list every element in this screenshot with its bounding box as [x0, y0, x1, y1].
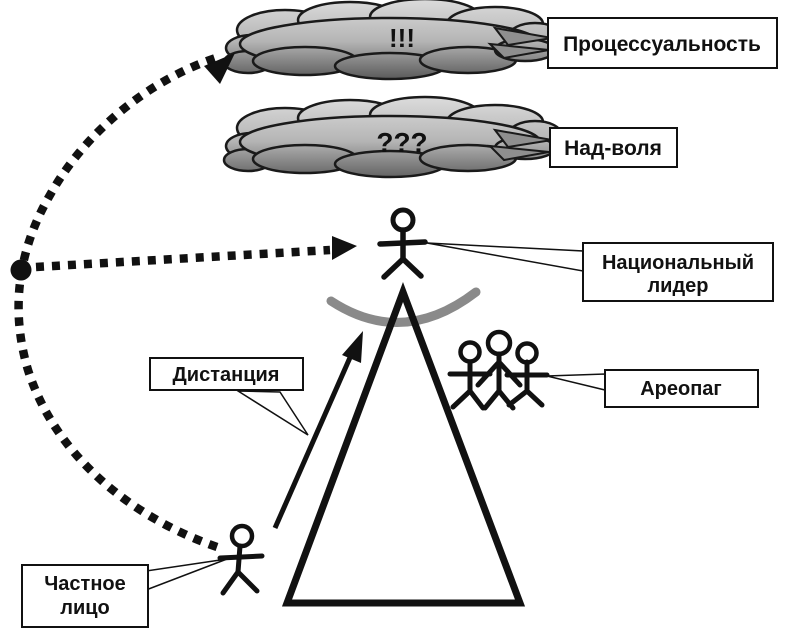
distance-arrowhead-icon: [342, 331, 363, 363]
cloud-symbol-exclamation: !!!: [389, 23, 415, 53]
distance-arrow: [272, 351, 355, 530]
label-national-leader-line2: лидер: [647, 275, 708, 297]
label-box-processuality: [547, 17, 778, 69]
wedge-private-person: [145, 558, 228, 592]
cloud-symbol-question: ???: [376, 127, 427, 158]
cloud2-callout-tail-icon: [487, 128, 553, 162]
label-box-supra-will: [549, 127, 678, 168]
dashed-arrow-to-leader: [35, 245, 331, 272]
separation-arc: [326, 287, 481, 327]
label-distance: Дистанция: [173, 364, 280, 386]
wedge-areopagus: [546, 373, 606, 391]
label-private-person-line2: лицо: [60, 597, 110, 619]
label-box-distance: [149, 357, 304, 391]
arrowhead-to-leader-icon: [332, 236, 357, 260]
national-leader-figure: [377, 207, 428, 280]
wedge-distance: [235, 390, 309, 436]
label-national-leader-line1: Национальный: [602, 252, 754, 274]
label-processuality: Процессуальность: [563, 33, 761, 56]
junction-dot-icon: [10, 259, 32, 281]
power-pyramid: [281, 282, 526, 607]
label-boxes: [21, 17, 778, 628]
wedge-national-leader: [426, 242, 584, 272]
dashed-path-private-to-processuality: [14, 51, 224, 552]
label-areopagus: Ареопаг: [640, 378, 722, 400]
label-box-private-person: [21, 564, 149, 628]
label-supra-will: Над-воля: [564, 137, 662, 160]
callout-wedges: [145, 242, 606, 592]
private-person-figure: [217, 523, 265, 596]
label-box-areopagus: [604, 369, 759, 408]
cloud1-callout-tail-icon: [487, 26, 553, 60]
arrowhead-to-cloud-icon: [204, 53, 235, 84]
areopagus-figures: [447, 329, 550, 411]
label-box-national-leader: [582, 242, 774, 302]
label-private-person-line1: Частное: [44, 573, 126, 595]
